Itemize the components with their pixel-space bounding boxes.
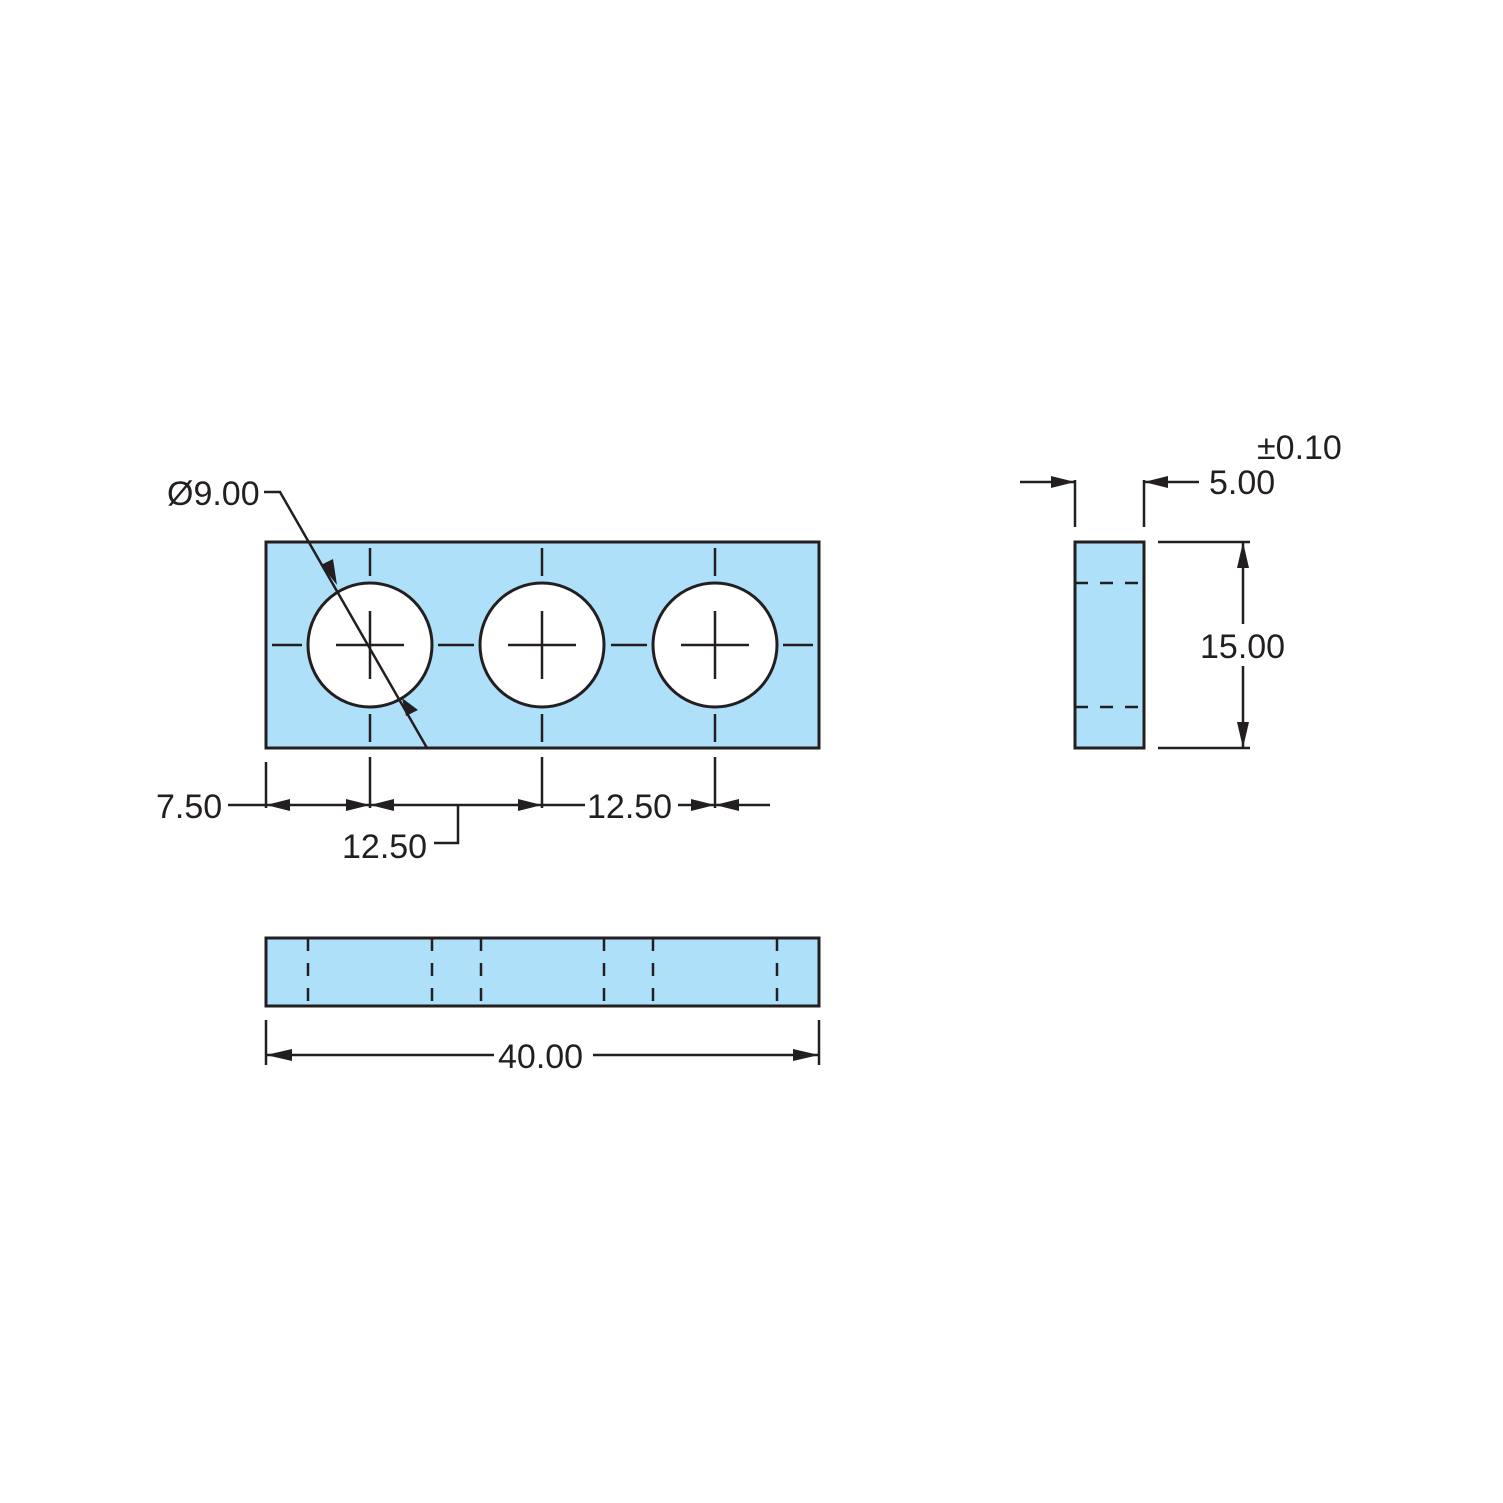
front-view <box>264 540 821 750</box>
hidden-hole-lines <box>306 938 779 1006</box>
center-lines <box>272 548 813 742</box>
thickness-label: 5.00 <box>1209 464 1275 502</box>
bottom-view-body <box>264 936 821 1008</box>
bottom-view <box>264 936 821 1008</box>
center-marks <box>336 611 749 679</box>
overall-length-dimension: 40.00 <box>264 1020 821 1076</box>
overall-length-label: 40.00 <box>498 1038 583 1076</box>
hole-diameter-label: Ø9.00 <box>167 475 260 513</box>
hole-position-dimensions: 7.50 12.50 12.50 <box>156 757 770 866</box>
hole-spacing-2-label: 12.50 <box>587 788 672 826</box>
height-label: 15.00 <box>1200 628 1285 666</box>
tolerance-label: ±0.10 <box>1257 429 1342 467</box>
hole-spacing-1-label: 12.50 <box>342 828 427 866</box>
edge-offset-label: 7.50 <box>156 788 222 826</box>
side-view <box>1073 540 1146 750</box>
side-view-body <box>1073 540 1146 750</box>
height-dimension: 15.00 <box>1158 540 1285 750</box>
diameter-dimension: Ø9.00 <box>167 475 429 749</box>
thickness-dimension: 5.00 ±0.10 <box>1020 429 1342 527</box>
